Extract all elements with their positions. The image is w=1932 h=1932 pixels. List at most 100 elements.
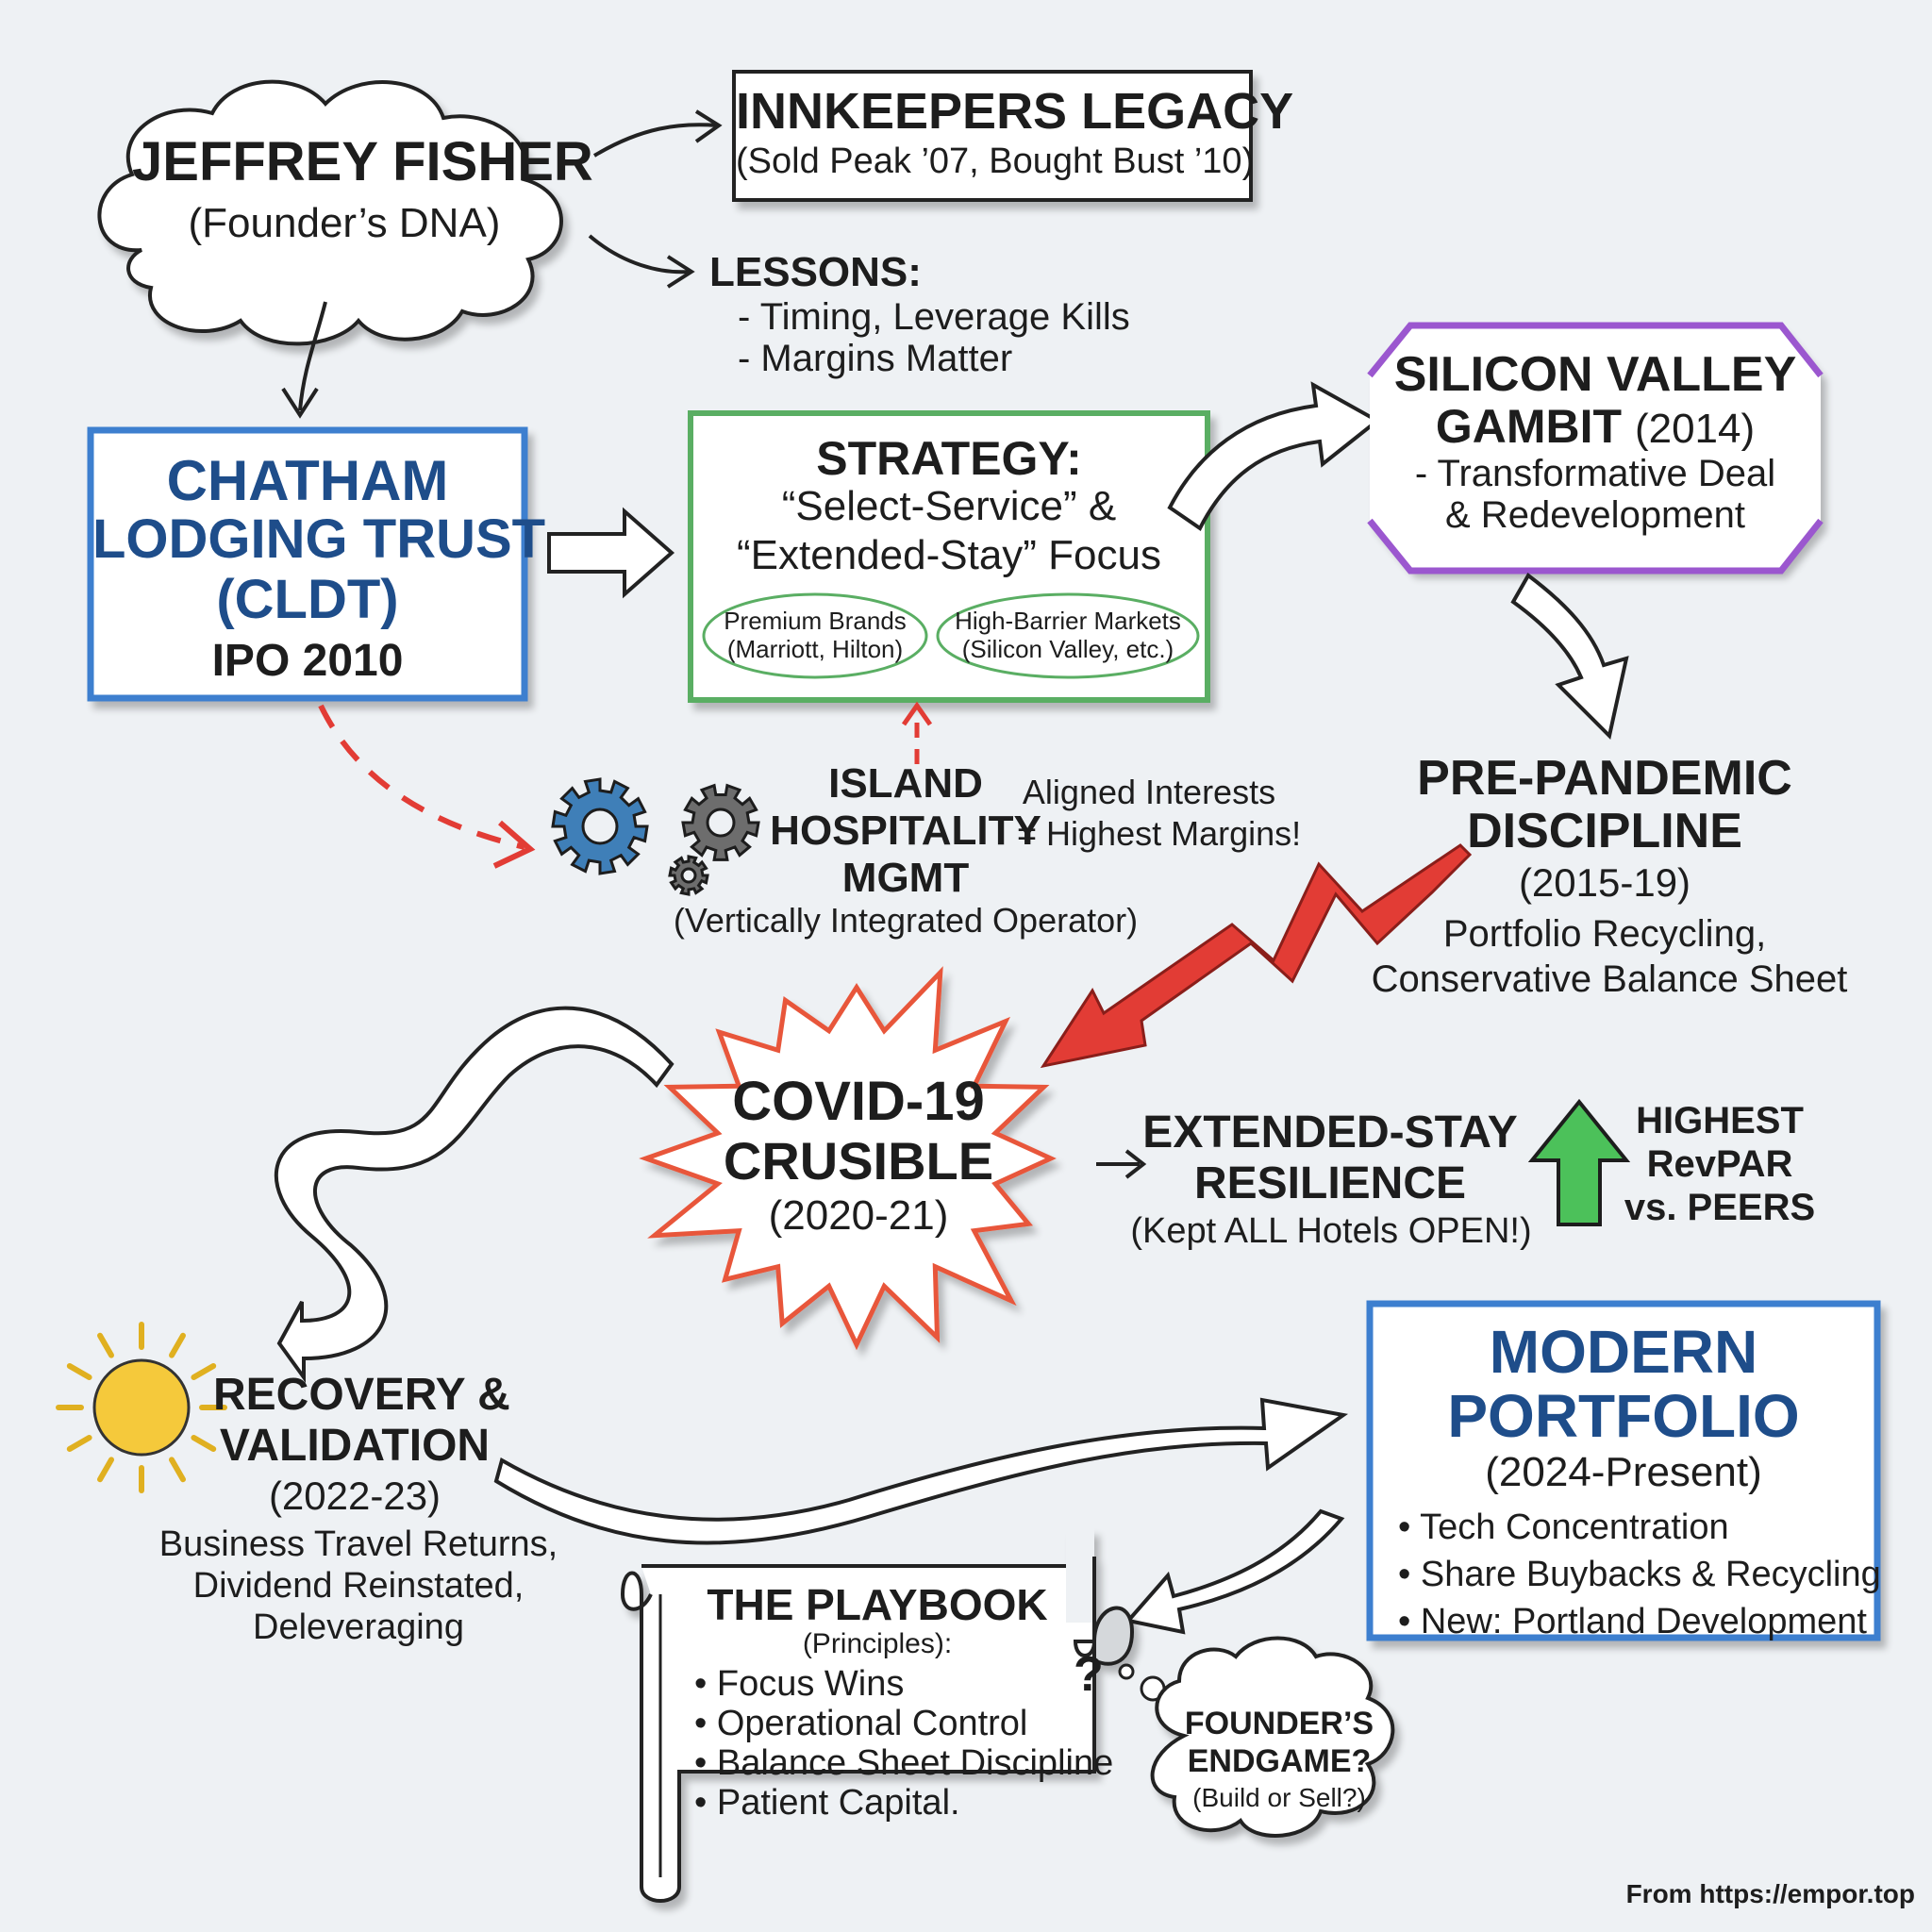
silicon-gambit: GAMBIT (1435, 400, 1623, 453)
sun-ray (97, 1332, 114, 1358)
chatham-line-2: LODGING TRUST (92, 508, 546, 570)
aligned-line-1: Aligned Interests (1022, 773, 1276, 811)
silicon-year: (2014) (1634, 406, 1756, 452)
premium-brands-line-2: (Marriott, Hilton) (726, 635, 904, 663)
arrow-chatham-strategy (547, 507, 675, 599)
sun-ray (66, 1363, 92, 1380)
modern-line-3: (2024-Present) (1485, 1449, 1762, 1495)
legacy-title: INNKEEPERS LEGACY (736, 83, 1294, 140)
founder-cloud (97, 79, 563, 346)
recovery-line-1: RECOVERY & (213, 1370, 510, 1420)
chatham-line-1: CHATHAM (166, 449, 449, 512)
recovery-line-5: Dividend Reinstated, (192, 1566, 525, 1606)
covid-line-1: COVID-19 (732, 1071, 985, 1132)
founder-title: JEFFREY FISHER (132, 131, 593, 192)
extended-line-3: (Kept ALL Hotels OPEN!) (1130, 1211, 1532, 1251)
modern-box (1366, 1300, 1881, 1641)
endgame-line-1: FOUNDER’S (1184, 1706, 1374, 1741)
lessons-item-1: - Timing, Leverage Kills (738, 296, 1130, 338)
playbook-item-1: • Focus Wins (694, 1664, 905, 1704)
lightning-arrow (1040, 843, 1473, 1069)
arrow-founder-chatham (298, 301, 327, 411)
high-barrier-line-2: (Silicon Valley, etc.) (961, 635, 1174, 663)
sun-icon (56, 1322, 227, 1493)
strategy-line-2: “Select-Service” & (781, 483, 1117, 529)
covid-starburst (639, 966, 1057, 1351)
founder-subtitle: (Founder’s DNA) (188, 200, 501, 246)
green-up-arrow (1527, 1098, 1631, 1226)
lessons-title: LESSONS: (709, 249, 922, 295)
aligned-line-2: = Highest Margins! (1017, 814, 1302, 853)
arrow-modern-playbook (1124, 1508, 1345, 1635)
arrow-founder-lessons (588, 234, 690, 275)
island-line-1: ISLAND (828, 760, 983, 807)
gear-hole (581, 808, 619, 845)
lessons-item-2: - Margins Matter (738, 338, 1013, 379)
recovery-line-4: Business Travel Returns, (158, 1524, 558, 1564)
playbook-item-2: • Operational Control (694, 1704, 1028, 1743)
silicon-line-4: & Redevelopment (1445, 494, 1745, 536)
premium-brands-bubble (702, 592, 928, 679)
sun-ray (191, 1363, 217, 1380)
prepandemic-line-5: Conservative Balance Sheet (1371, 958, 1848, 1000)
covid-line-3: (2020-21) (768, 1192, 949, 1239)
premium-brands-line-1: Premium Brands (724, 607, 907, 635)
prepandemic-line-1: PRE-PANDEMIC (1417, 751, 1792, 806)
playbook-question-mark: ? (1074, 1647, 1104, 1702)
prepandemic-line-4: Portfolio Recycling, (1442, 913, 1767, 955)
silicon-line-2: GAMBIT (2014) (1374, 400, 1817, 453)
prepandemic-line-3: (2015-19) (1518, 860, 1691, 905)
endgame-line-2: ENDGAME? (1187, 1743, 1372, 1779)
modern-line-1: MODERN (1489, 1318, 1758, 1386)
sun-ray (191, 1435, 217, 1452)
recovery-line-2: VALIDATION (219, 1421, 491, 1471)
gear-hole (680, 867, 697, 884)
high-barrier-bubble (936, 592, 1200, 679)
silicon-line-3: - Transformative Deal (1414, 453, 1776, 494)
modern-line-2: PORTFOLIO (1447, 1382, 1800, 1450)
modern-item-2: • Share Buybacks & Recycling (1398, 1555, 1881, 1594)
gear-hole (706, 808, 736, 838)
thought-dot-1 (1118, 1663, 1135, 1680)
endgame-cloud (1150, 1636, 1395, 1838)
chatham-box (87, 426, 528, 702)
recovery-line-3: (2022-23) (268, 1474, 441, 1518)
endgame-line-3: (Build or Sell?) (1192, 1783, 1366, 1812)
silicon-hexagon (1370, 325, 1821, 571)
island-line-2: HOSPITALITY (770, 808, 1041, 854)
sun-ray (97, 1457, 114, 1483)
arrow-silicon-prepandemic (1510, 573, 1629, 740)
playbook-item-3: • Balance Sheet Discipline (694, 1743, 1114, 1783)
playbook-subtitle: (Principles): (802, 1628, 953, 1659)
island-line-3: MGMT (841, 855, 970, 901)
island-line-4: (Vertically Integrated Operator) (673, 901, 1139, 940)
footer-source: From https://empor.top (1625, 1879, 1915, 1908)
high-barrier-line-1: High-Barrier Markets (955, 607, 1181, 635)
sun-ray (66, 1435, 92, 1452)
extended-line-2: RESILIENCE (1193, 1158, 1467, 1208)
strategy-title: STRATEGY: (816, 432, 1082, 485)
playbook-scroll (620, 1528, 1135, 1903)
highest-line-3: vs. PEERS (1624, 1187, 1816, 1228)
chatham-line-4: IPO 2010 (211, 636, 404, 686)
highest-line-2: RevPAR (1646, 1143, 1793, 1185)
prepandemic-line-2: DISCIPLINE (1467, 804, 1742, 858)
gears-icon (551, 777, 760, 896)
chatham-line-3: (CLDT) (216, 569, 399, 630)
playbook-item-4: • Patient Capital. (694, 1783, 960, 1823)
sun-ray (169, 1457, 186, 1483)
modern-item-1: • Tech Concentration (1398, 1507, 1729, 1547)
arrow-chatham-island-dashed (318, 704, 525, 850)
arrow-founder-legacy (592, 123, 718, 158)
arrow-recovery-modern (493, 1397, 1349, 1545)
recovery-line-6: Deleveraging (253, 1607, 464, 1647)
modern-item-3: • New: Portland Development (1398, 1602, 1867, 1641)
highest-line-1: HIGHEST (1636, 1100, 1804, 1141)
arrow-covid-recovery (275, 1006, 675, 1384)
playbook-title: THE PLAYBOOK (707, 1580, 1048, 1629)
extended-line-1: EXTENDED-STAY (1142, 1108, 1518, 1158)
covid-line-2: CRUSIBLE (723, 1131, 994, 1191)
silicon-line-1: SILICON VALLEY (1393, 347, 1797, 402)
sun-ray (169, 1332, 186, 1358)
